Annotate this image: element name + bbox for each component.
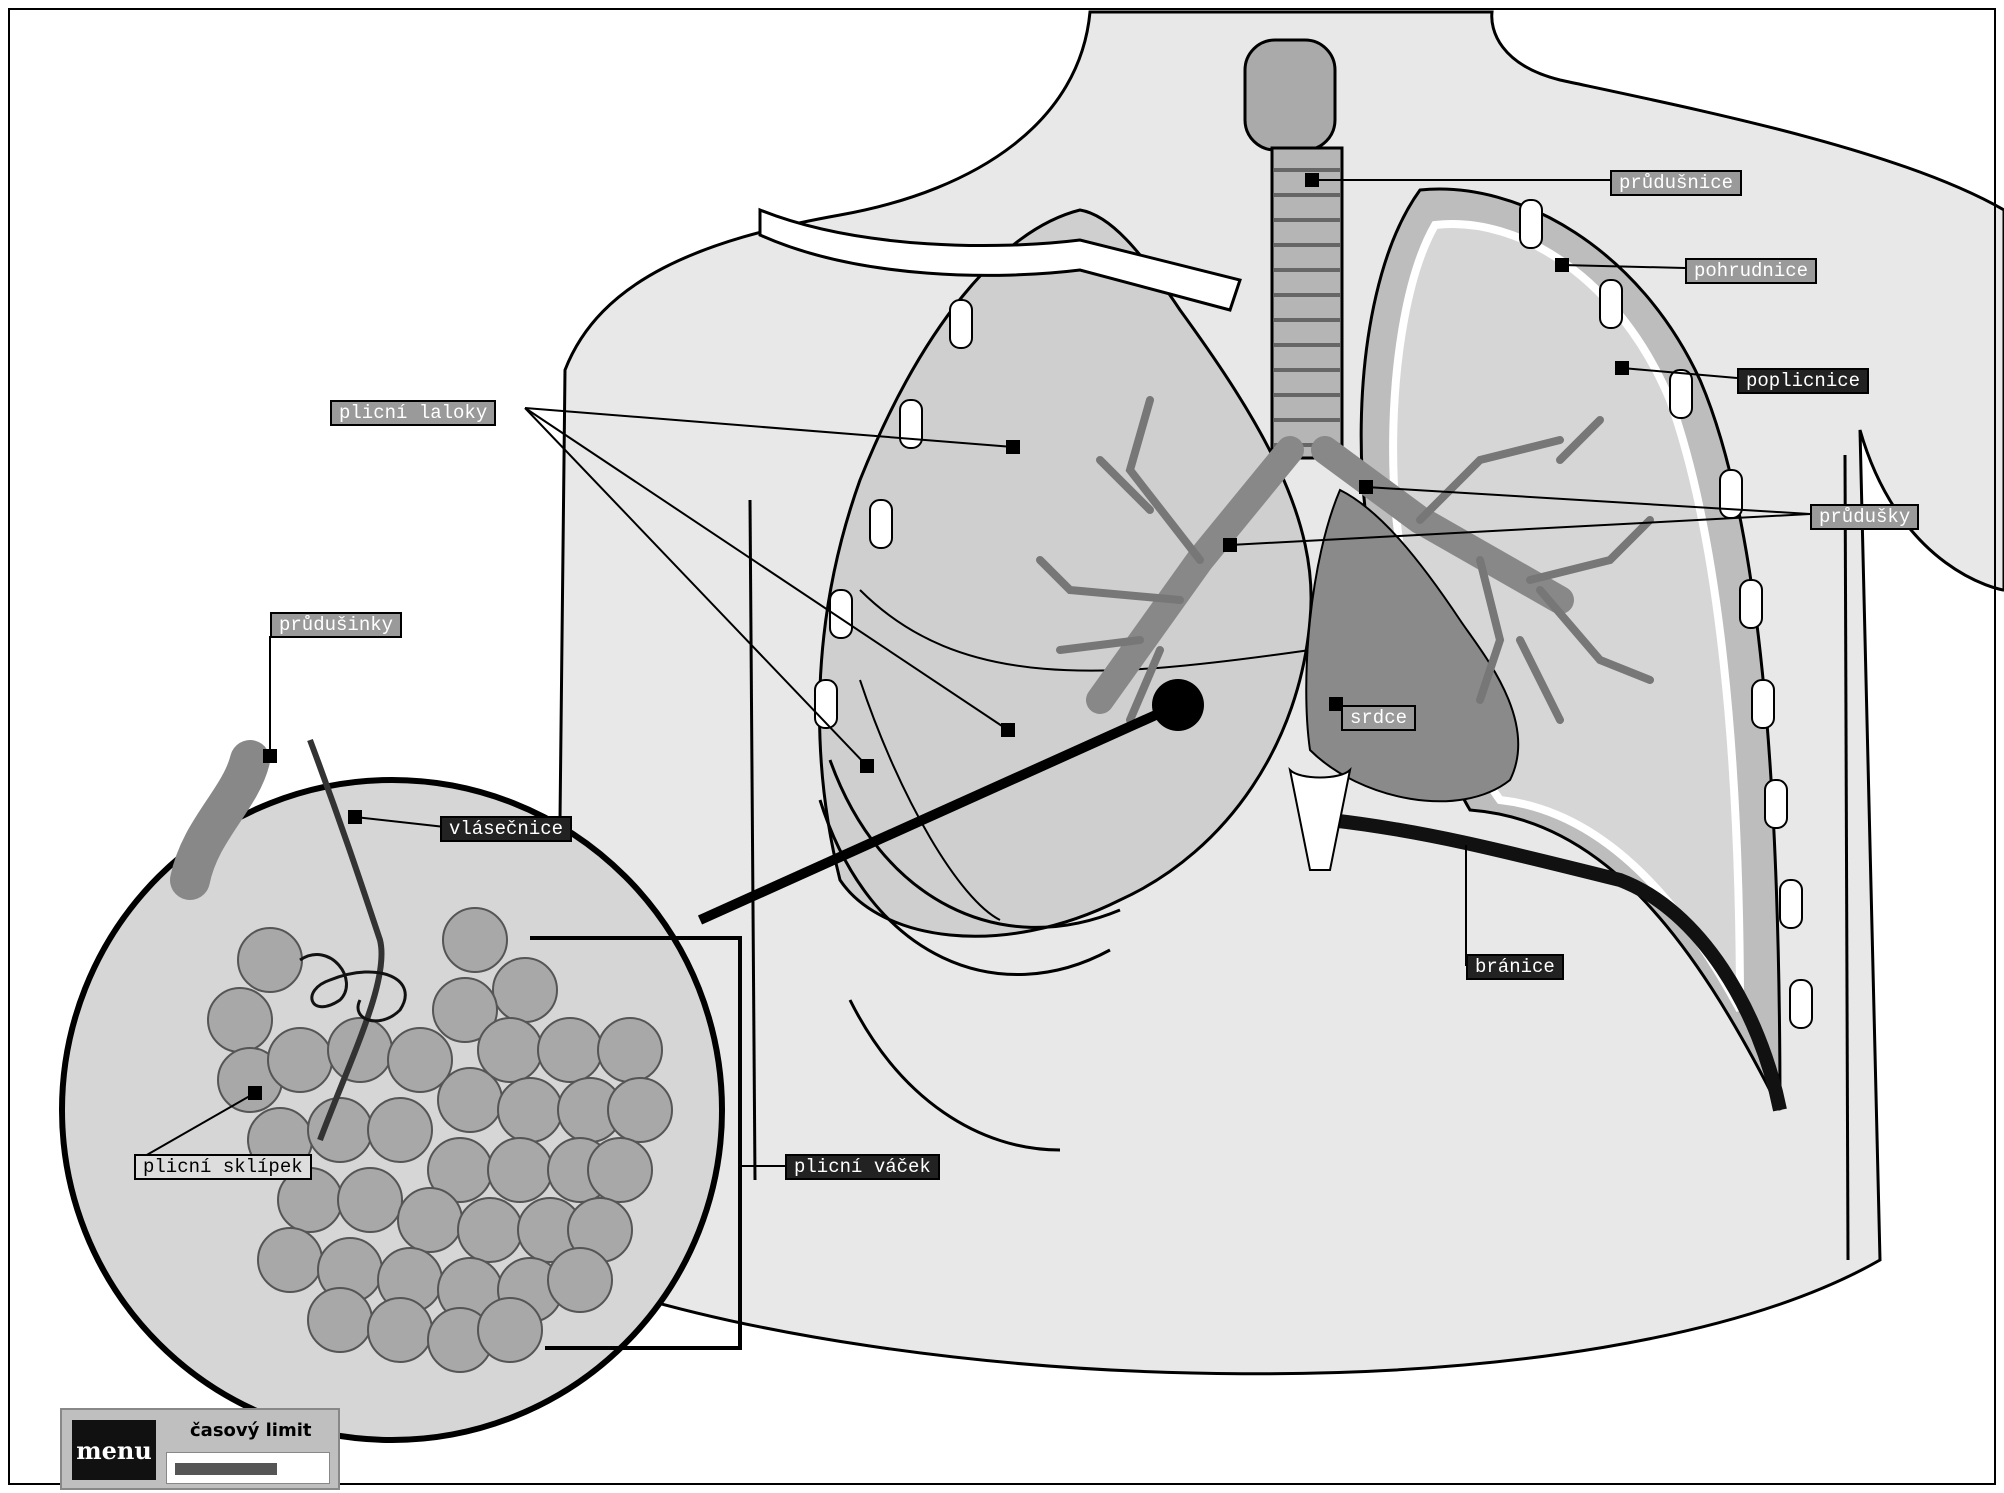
label-lung-lobes[interactable]: plicní laloky bbox=[330, 400, 496, 426]
label-capillaries[interactable]: vlásečnice bbox=[440, 816, 572, 842]
label-alveolus[interactable]: plicní sklípek bbox=[134, 1154, 312, 1180]
larynx bbox=[1245, 40, 1335, 150]
menu-button[interactable]: menu bbox=[72, 1420, 156, 1480]
time-limit-label: časový limit bbox=[190, 1420, 312, 1441]
label-diaphragm[interactable]: bránice bbox=[1466, 954, 1564, 980]
time-limit-track bbox=[166, 1452, 330, 1484]
zoom-source-dot bbox=[1152, 679, 1204, 731]
label-visceral-pleura[interactable]: poplicnice bbox=[1737, 368, 1869, 394]
label-bronchioles[interactable]: průdušinky bbox=[270, 612, 402, 638]
label-pleura[interactable]: pohrudnice bbox=[1685, 258, 1817, 284]
label-bronchi[interactable]: průdušky bbox=[1810, 504, 1919, 530]
label-alveolar-sac[interactable]: plicní váček bbox=[785, 1154, 940, 1180]
label-trachea[interactable]: průdušnice bbox=[1610, 170, 1742, 196]
time-limit-bar bbox=[175, 1463, 277, 1475]
label-heart[interactable]: srdce bbox=[1341, 705, 1416, 731]
menu-panel: menu časový limit bbox=[60, 1408, 340, 1490]
